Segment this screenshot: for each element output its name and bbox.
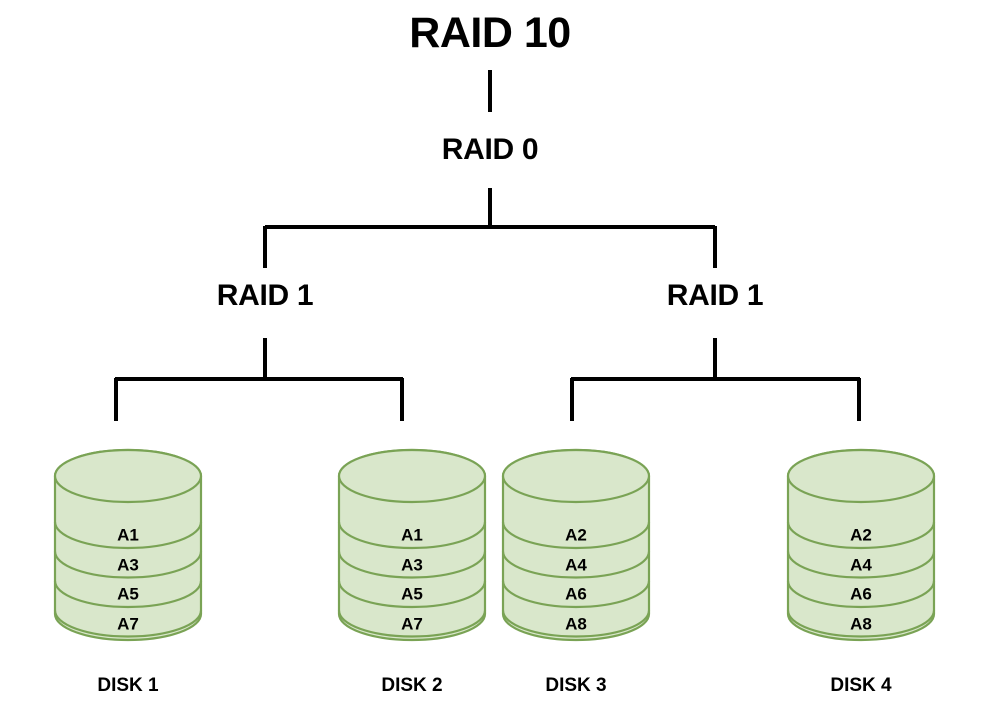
disk-platter-divider: [337, 521, 487, 550]
disk-top-face: [337, 448, 487, 504]
page-title: RAID 10: [409, 9, 571, 57]
disk-platter-divider: [53, 551, 203, 579]
disk-top-face: [501, 448, 651, 504]
disk-platter-divider: [786, 551, 936, 579]
disk-platter-divider: [337, 610, 487, 638]
disk-caption: DISK 2: [381, 675, 443, 696]
disk-platter-divider: [337, 580, 487, 609]
disk-platter-divider: [501, 551, 651, 579]
disk-platter-divider: [786, 521, 936, 550]
disk-platter-divider: [501, 580, 651, 609]
disk-platter-divider: [786, 580, 936, 609]
connector-lines: [114, 70, 861, 421]
disk-caption: DISK 4: [830, 675, 892, 696]
disk-cylinder: [53, 448, 203, 642]
disk-platter-divider: [786, 610, 936, 638]
disk-platter-divider: [501, 521, 651, 550]
disk-cylinder: [501, 448, 651, 642]
disk-cylinder: [786, 448, 936, 642]
node-raid1-left-label: RAID 1: [216, 279, 314, 312]
disk-cylinders: [53, 448, 936, 642]
disk-platter-divider: [53, 580, 203, 609]
disk-top-face: [786, 448, 936, 504]
disk-top-face: [53, 448, 203, 504]
disk-platter-divider: [53, 521, 203, 550]
disk-platter-divider: [53, 610, 203, 638]
disk-caption: DISK 1: [97, 675, 159, 696]
node-raid0-label: RAID 0: [441, 133, 539, 166]
disk-platter-divider: [337, 551, 487, 579]
disk-platter-divider: [501, 610, 651, 638]
node-raid1-right-label: RAID 1: [666, 279, 764, 312]
disk-caption: DISK 3: [545, 675, 607, 696]
disk-cylinder: [337, 448, 487, 642]
